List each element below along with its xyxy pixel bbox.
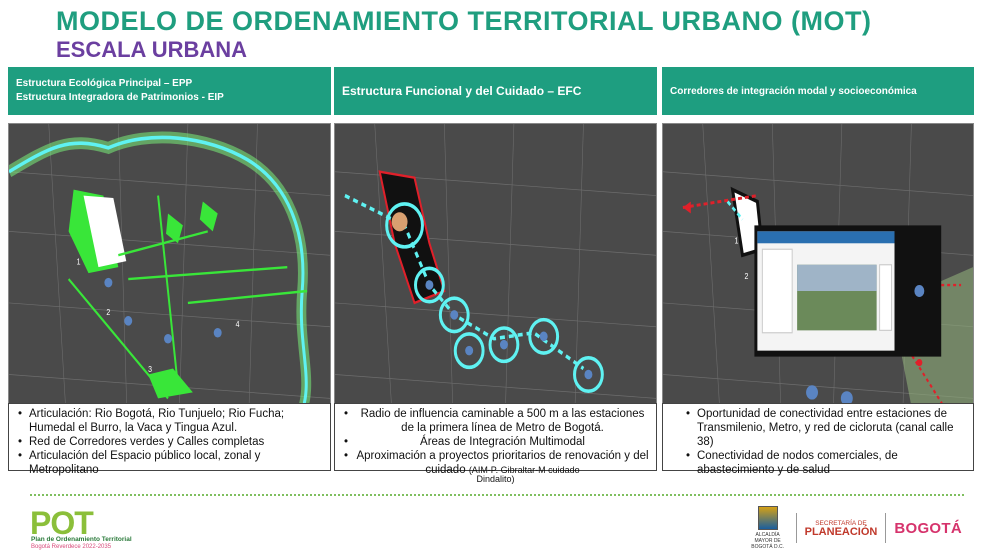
logo-separator <box>795 513 797 543</box>
panel-header-line: Corredores de integración modal y socioe… <box>670 85 917 97</box>
institution-logos: ALCALDÍA MAYOR DE BOGOTÁ D.C. SECRETARÍA… <box>748 506 962 550</box>
alcaldia-logo: ALCALDÍA MAYOR DE BOGOTÁ D.C. <box>748 506 788 550</box>
bullet-item: Áreas de Integración Multimodal <box>341 435 650 449</box>
pot-logo-line1: Plan de Ordenamiento Territorial <box>31 536 132 543</box>
panel-header-line: Estructura Ecológica Principal – EPP <box>16 78 193 89</box>
map-epp: 1 2 3 4 <box>9 124 330 458</box>
bullet-text: Aproximación a proyectos prioritarios de… <box>356 450 649 476</box>
bullet-item: Conectividad de nodos comerciales, de ab… <box>683 449 967 477</box>
svg-text:3: 3 <box>148 365 152 375</box>
note-tail: Dindalito) <box>476 474 515 484</box>
svg-text:4: 4 <box>236 319 241 329</box>
panel-text: Oportunidad de conectividad entre estaci… <box>662 403 974 476</box>
page-title: MODELO DE ORDENAMIENTO TERRITORIAL URBAN… <box>56 6 872 36</box>
bullet-item: Red de Corredores verdes y Calles comple… <box>15 435 324 449</box>
svg-text:2: 2 <box>106 307 110 317</box>
panel-corredores: Corredores de integración modal y socioe… <box>662 67 974 476</box>
pot-logo-line2: Bogotá Reverdece 2022-2035 <box>31 544 112 550</box>
svg-text:2: 2 <box>744 271 748 281</box>
alcaldia-label: ALCALDÍA MAYOR DE BOGOTÁ D.C. <box>751 532 785 550</box>
bullet-item: Articulación del Espacio público local, … <box>15 449 324 477</box>
panel-header: Corredores de integración modal y socioe… <box>662 67 974 115</box>
panel-header: Estructura Funcional y del Cuidado – EFC <box>334 67 657 115</box>
panel-header-line: Estructura Funcional y del Cuidado – EFC <box>342 84 582 98</box>
map-image: 1 2 3 4 <box>8 123 331 459</box>
secretaria-logo: SECRETARÍA DE PLANEACIÓN <box>804 520 878 538</box>
footer-divider <box>30 494 964 496</box>
svg-text:1: 1 <box>77 257 81 267</box>
page-subtitle: ESCALA URBANA <box>56 37 248 62</box>
logo-separator <box>885 513 887 543</box>
panel-text: Radio de influencia caminable a 500 m a … <box>334 403 657 476</box>
panel-efc: Estructura Funcional y del Cuidado – EFC… <box>334 67 657 476</box>
bullet-item: Oportunidad de conectividad entre estaci… <box>683 407 967 449</box>
bullet-item: Radio de influencia caminable a 500 m a … <box>341 407 650 435</box>
panel-text: Articulación: Rio Bogotá, Rio Tunjuelo; … <box>8 403 331 476</box>
shield-icon <box>757 506 778 530</box>
bullet-note: (AIM-P. Gibraltar-M cuidado <box>468 465 580 475</box>
map-efc <box>335 124 656 458</box>
bullet-item: Articulación: Rio Bogotá, Rio Tunjuelo; … <box>15 407 324 435</box>
planeacion-label: PLANEACIÓN <box>804 526 878 538</box>
panel-header-line: Estructura Integradora de Patrimonios - … <box>16 92 224 103</box>
panel-header: Estructura Ecológica Principal – EPP Est… <box>8 67 331 115</box>
bogota-logo: BOGOTÁ <box>894 519 962 537</box>
panel-epp: Estructura Ecológica Principal – EPP Est… <box>8 67 331 476</box>
pot-logo-text: POT <box>30 505 94 541</box>
svg-text:1: 1 <box>735 236 739 246</box>
bullet-item: Aproximación a proyectos prioritarios de… <box>341 449 650 477</box>
secretaria-label: SECRETARÍA DE <box>815 520 867 527</box>
